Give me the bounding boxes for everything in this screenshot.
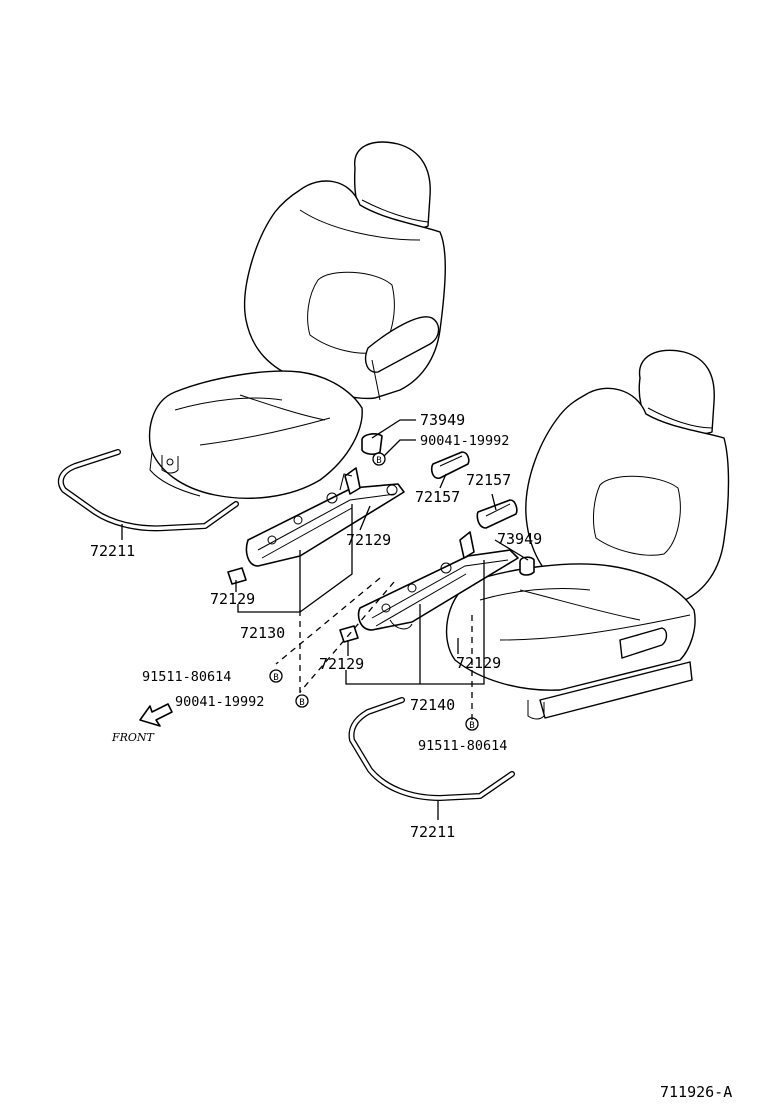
part-73949-cover-right (519, 556, 535, 576)
label-91511-left: 91511-80614 (142, 669, 231, 685)
bolt-90041-left-icon: B (295, 694, 309, 708)
label-72211-right: 72211 (410, 823, 455, 841)
label-72211-left: 72211 (90, 542, 135, 560)
part-73949-cover-top (361, 433, 383, 455)
part-72157-cover-a (430, 451, 470, 479)
label-72157-a: 72157 (415, 488, 460, 506)
left-seat-illustration (148, 141, 446, 499)
part-72211-right-wire (348, 697, 515, 801)
label-90041-top: 90041-19992 (420, 433, 509, 449)
svg-text:B: B (273, 673, 278, 683)
diagram-id: 711926-A (660, 1083, 732, 1101)
front-label: FRONT (111, 731, 156, 744)
label-72140: 72140 (410, 696, 455, 714)
svg-text:B: B (469, 721, 474, 731)
label-90041-left: 90041-19992 (175, 694, 264, 710)
bolt-90041-top-icon: B (372, 452, 386, 466)
label-72129-b: 72129 (210, 590, 255, 608)
bolt-91511-left-icon: B (269, 669, 283, 683)
label-72157-b: 72157 (466, 471, 511, 489)
part-72129-stopper-a (227, 567, 247, 585)
part-72211-left-wire (57, 449, 239, 532)
label-73949-top: 73949 (420, 411, 465, 429)
label-72129-a: 72129 (346, 531, 391, 549)
bolt-91511-right-icon: B (465, 717, 479, 731)
svg-text:B: B (299, 698, 304, 708)
leader-lines (121, 419, 529, 820)
label-91511-right: 91511-80614 (418, 738, 507, 754)
label-72129-d: 72129 (456, 654, 501, 672)
front-arrow-icon: FRONT (111, 703, 173, 744)
part-72157-cover-b (476, 499, 518, 529)
label-72129-c: 72129 (319, 655, 364, 673)
label-73949-right: 73949 (497, 530, 542, 548)
part-72130-seat-track-left (245, 467, 405, 567)
part-72140-seat-track-right (357, 531, 519, 631)
part-number-labels: 73949 90041-19992 72157 72157 73949 7221… (90, 411, 732, 1101)
label-72130: 72130 (240, 624, 285, 642)
svg-text:B: B (376, 456, 381, 466)
right-seat-illustration (445, 349, 730, 720)
